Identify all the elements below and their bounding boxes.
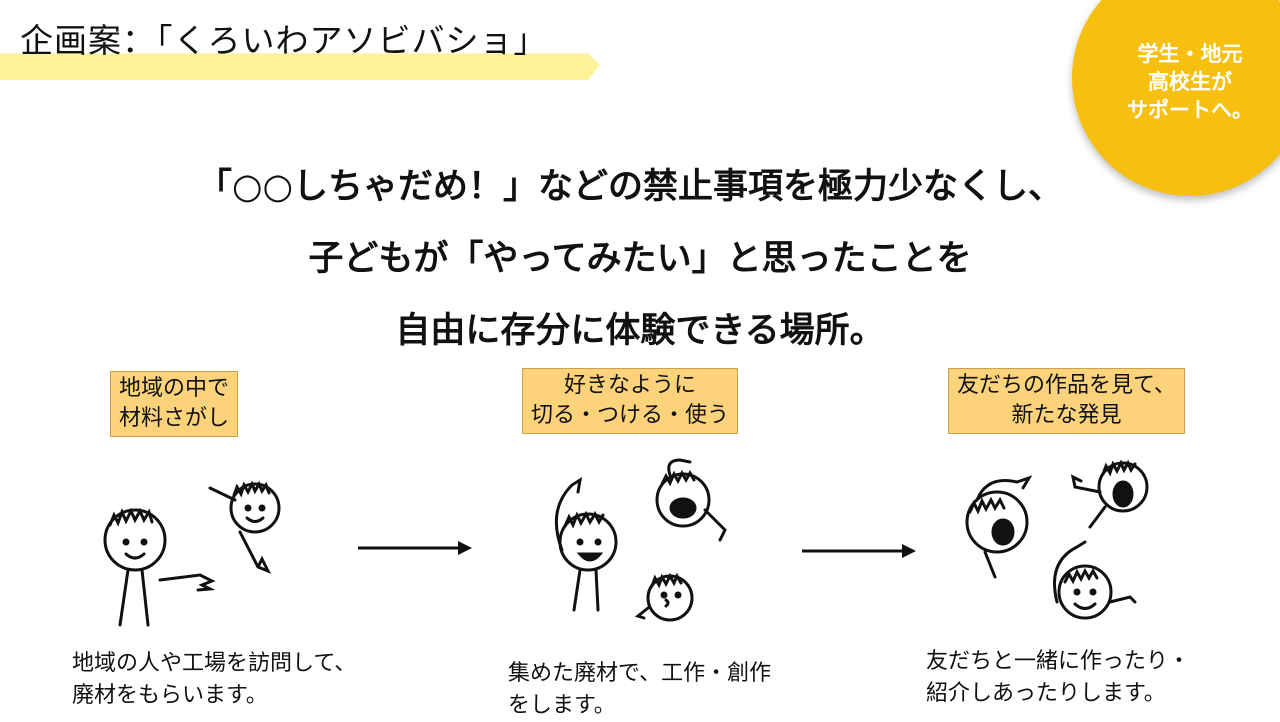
- support-badge-text: 学生・地元 高校生が サポートへ。: [1110, 40, 1270, 124]
- lead-line-3: 自由に存分に体験できる場所。: [395, 311, 885, 351]
- title-highlight-band: [0, 53, 600, 80]
- step-2-label: 好きなように 切る・つける・使う: [522, 368, 739, 434]
- step-label-line: 友だちの作品を見て、: [957, 373, 1176, 398]
- kids-searching-illustration: [103, 480, 281, 627]
- step-3-label: 友だちの作品を見て、 新たな発見: [948, 368, 1185, 434]
- kids-sharing-illustration: [965, 459, 1149, 620]
- badge-line: 高校生が: [1148, 70, 1232, 94]
- lead-line-1: 「○○しちゃだめ！」などの禁止事項を極力少なくし、: [196, 167, 1064, 207]
- step-1-caption: 地域の人や工場を訪問して、 廃材をもらいます。: [72, 648, 356, 712]
- lead-line-2: 子どもが「やってみたい」と思ったことを: [308, 239, 972, 279]
- step-3-caption: 友だちと一緒に作ったり・ 紹介しあったりします。: [926, 646, 1190, 710]
- caption-line: 集めた廃材で、工作・創作: [508, 661, 772, 686]
- badge-line: サポートへ。: [1127, 98, 1253, 122]
- arrow-right-icon: [802, 544, 916, 558]
- arrow-right-icon: [358, 541, 472, 555]
- caption-line: 廃材をもらいます。: [72, 683, 268, 708]
- caption-line: 地域の人や工場を訪問して、: [72, 651, 357, 676]
- caption-line: をします。: [508, 693, 616, 718]
- step-label-line: 新たな発見: [1011, 403, 1122, 428]
- caption-line: 友だちと一緒に作ったり・: [926, 649, 1191, 674]
- step-label-line: 材料さがし: [119, 406, 230, 431]
- caption-line: 紹介しあったりします。: [926, 681, 1166, 706]
- step-1-label: 地域の中で 材料さがし: [110, 371, 239, 437]
- step-label-line: 地域の中で: [119, 376, 230, 401]
- page-title: 企画案：「くろいわアソビバショ」: [20, 21, 548, 60]
- step-label-line: 好きなように: [564, 373, 697, 398]
- step-label-line: 切る・つける・使う: [531, 403, 730, 428]
- step-2-caption: 集めた廃材で、工作・創作 をします。: [508, 658, 771, 722]
- badge-line: 学生・地元: [1137, 42, 1243, 66]
- kids-crafting-illustration: [554, 458, 727, 622]
